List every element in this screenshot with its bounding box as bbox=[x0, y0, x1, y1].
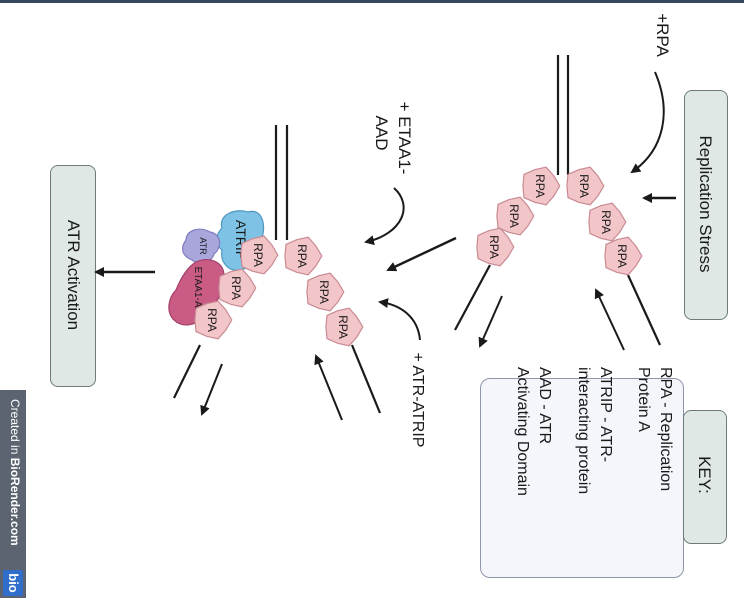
rpa-blob bbox=[284, 236, 323, 276]
plus-rpa-arrow bbox=[630, 71, 665, 174]
rpa-label: RPA bbox=[533, 174, 547, 198]
key-title-box bbox=[683, 410, 727, 544]
rpa-blob bbox=[588, 202, 627, 242]
rpa-label: RPA bbox=[295, 244, 309, 268]
rpa-protein: RPA bbox=[566, 166, 605, 206]
rpa-blob bbox=[325, 307, 364, 347]
rpa-blob bbox=[240, 235, 279, 275]
rpa-blob bbox=[194, 300, 233, 340]
rpa-protein: RPA bbox=[604, 236, 643, 276]
rpa-protein: RPA bbox=[588, 202, 627, 242]
fork-1-leading-arrow bbox=[594, 288, 625, 351]
atr-label: ATR bbox=[198, 237, 208, 255]
rpa-blob bbox=[496, 196, 535, 236]
rpa-label: RPA bbox=[336, 315, 350, 339]
rpa-blob bbox=[566, 166, 605, 206]
replication-stress-box bbox=[684, 90, 728, 320]
rpa-protein: RPA bbox=[476, 227, 515, 267]
rpa-blob bbox=[604, 236, 643, 276]
fork-2-lower-strand bbox=[173, 344, 201, 399]
rpa-blob bbox=[522, 166, 561, 206]
fork-2-upper-strand bbox=[350, 344, 382, 414]
biorender-logo-box bbox=[3, 570, 23, 596]
etaa1-label: ETAA1-AAD bbox=[192, 267, 203, 322]
rpa-protein: RPA bbox=[240, 235, 279, 275]
rpa-protein: RPA bbox=[496, 196, 535, 236]
biorender-badge bbox=[0, 390, 26, 598]
rpa-label: RPA bbox=[317, 280, 331, 304]
rpa-label: RPA bbox=[487, 235, 501, 259]
biorender-logo: bio bbox=[6, 573, 21, 593]
rpa-label: RPA bbox=[615, 244, 629, 268]
fork-2 bbox=[173, 125, 382, 421]
fork-1-lower-strand bbox=[454, 264, 491, 331]
fork-2-leading-arrow bbox=[314, 354, 343, 421]
atr-activation-box bbox=[50, 165, 96, 387]
fork-1 bbox=[454, 55, 662, 351]
rpa-protein: RPA bbox=[194, 300, 233, 340]
top-border bbox=[0, 0, 744, 3]
biorender-created-text: Created in BioRender.com bbox=[4, 399, 22, 557]
progression-arrow bbox=[386, 236, 457, 272]
rpa-blob bbox=[306, 272, 345, 312]
rpa-protein: RPA bbox=[306, 272, 345, 312]
rpa-protein: RPA bbox=[218, 268, 257, 308]
rpa-label: RPA bbox=[577, 174, 591, 198]
fork-1-upper-strand bbox=[626, 274, 662, 346]
rpa-protein: RPA bbox=[325, 307, 364, 347]
biorender-brand: BioRender.com bbox=[8, 457, 22, 546]
rpa-blob bbox=[476, 227, 515, 267]
plus-atr-atrip-arrow bbox=[378, 298, 421, 341]
rpa-label: RPA bbox=[507, 204, 521, 228]
rpa-label: RPA bbox=[251, 243, 265, 267]
atr-protein bbox=[182, 228, 221, 264]
rpa-blob bbox=[218, 268, 257, 308]
rpa-protein: RPA bbox=[522, 166, 561, 206]
rpa-label: RPA bbox=[229, 276, 243, 300]
rpa-label: RPA bbox=[205, 308, 219, 332]
rpa-protein: RPA bbox=[284, 236, 323, 276]
rpa-label: RPA bbox=[599, 210, 613, 234]
biorender-prefix: Created in bbox=[8, 399, 22, 458]
fork-1-lagging-arrow bbox=[478, 295, 503, 348]
fork-2-lagging-arrow bbox=[200, 363, 223, 416]
plus-etaa1-arrow bbox=[364, 187, 405, 246]
